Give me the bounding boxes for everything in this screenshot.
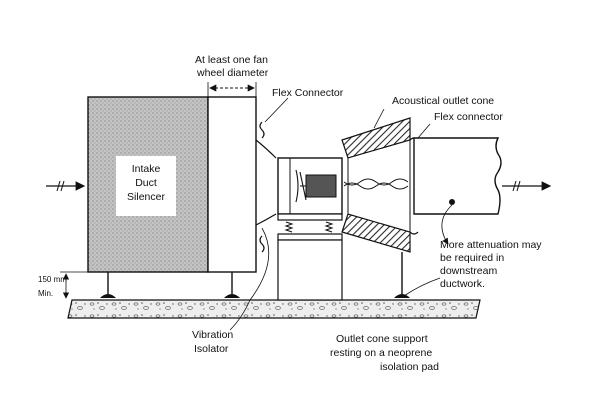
outlet-flex-connector-label: Flex connector <box>434 111 503 123</box>
intake-airflow-arrow <box>46 180 86 192</box>
cone-support-line1: Outlet cone support <box>336 333 428 345</box>
attenuation-note: More attenuation may be required in down… <box>440 239 542 290</box>
attenuation-note-line1: More attenuation may <box>440 239 542 251</box>
discharge-airflow-arrow <box>502 180 552 192</box>
acoustical-outlet-cone-label: Acoustical outlet cone <box>392 95 494 107</box>
vibration-isolator-label: Vibration Isolator <box>192 329 233 355</box>
attenuation-note-line2: be required in <box>440 252 504 264</box>
downstream-duct <box>413 137 502 215</box>
fan-wheel-label-line1: At least one fan <box>195 54 268 66</box>
floor-slab <box>67 299 481 319</box>
clearance-value-label: 150 mm <box>38 275 67 284</box>
attenuation-note-line4: ductwork. <box>440 278 485 290</box>
acoustical-outlet-cone: Acoustical outlet cone <box>341 95 494 253</box>
cone-support-label: Outlet cone support resting on a neopren… <box>330 333 439 373</box>
silencer-label-line1: Intake <box>132 163 161 175</box>
intake-duct-silencer: Intake Duct Silencer <box>87 96 257 273</box>
inlet-flex-connector-label: Flex Connector <box>272 87 344 99</box>
fan-wheel-label-line2: wheel diameter <box>196 67 269 79</box>
silencer-label-line3: Silencer <box>127 191 165 203</box>
cone-support-line3: isolation pad <box>380 361 439 373</box>
fan-wheel-dimension: At least one fan wheel diameter <box>195 54 269 97</box>
vibration-isolator-line1: Vibration <box>192 329 233 341</box>
clearance-min-label: Min. <box>38 289 53 298</box>
attenuation-note-line3: downstream <box>440 265 497 277</box>
inlet-flex-connector: Flex Connector <box>255 87 344 253</box>
outlet-cone-support <box>394 252 410 298</box>
vibration-isolator-line2: Isolator <box>194 343 229 355</box>
silencer-label-line2: Duct <box>135 177 157 189</box>
fan-base-isolators <box>277 213 343 301</box>
cone-support-line2: resting on a neoprene <box>330 347 432 359</box>
fan-housing <box>277 157 343 215</box>
silencer-legs <box>100 272 240 298</box>
clearance-dimension: 150 mm Min. <box>38 271 88 299</box>
